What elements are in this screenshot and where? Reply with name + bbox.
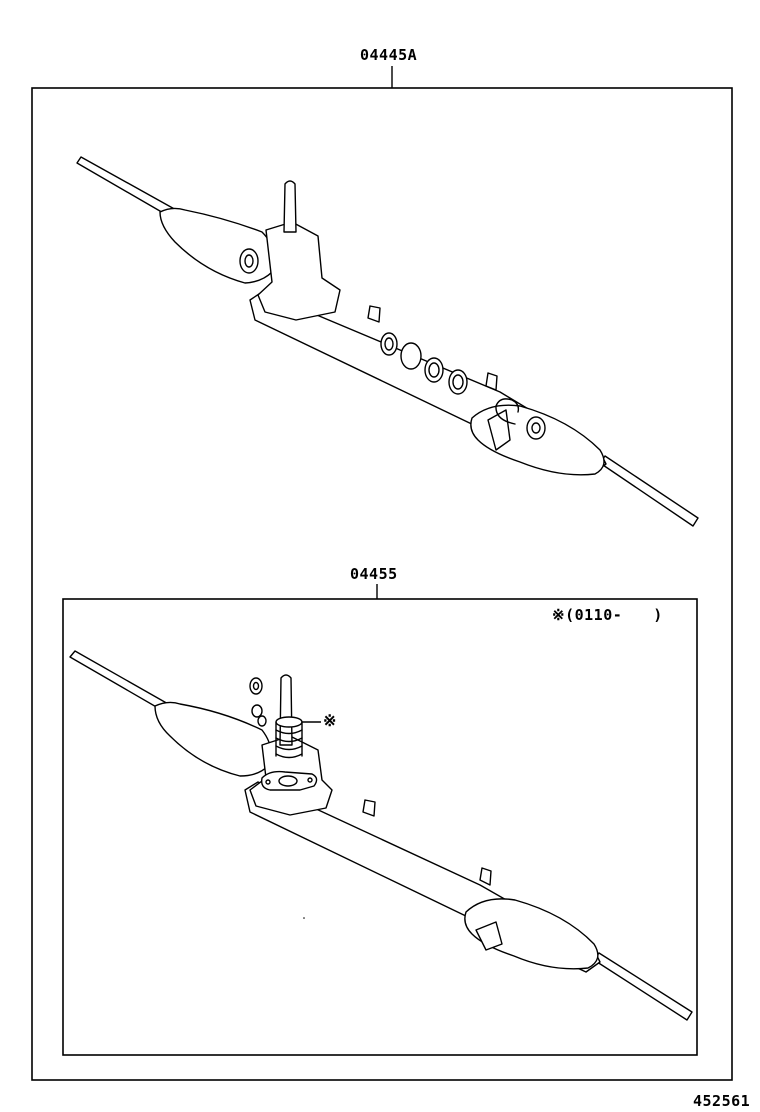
- outer-kit-frame: [31, 87, 733, 1081]
- seal-ring-icon: [239, 248, 259, 274]
- figure-number: 452561: [693, 1092, 751, 1110]
- upper-kit-seals: [239, 248, 546, 440]
- seal-ring-icon: [380, 332, 398, 356]
- lower-kit-parts: [249, 677, 321, 919]
- snap-ring-icon: [495, 398, 520, 425]
- o-ring-icon: [400, 342, 422, 370]
- small-seal-icon: [257, 715, 267, 727]
- outer-kit-part-number: 04445A: [360, 46, 418, 64]
- inner-kit-frame: [62, 598, 698, 1056]
- inner-kit-part-number: 04455: [350, 565, 398, 583]
- end-seal-icon: [526, 416, 546, 440]
- upper-steering-rack: [76, 156, 699, 527]
- small-seal-icon: [249, 677, 263, 695]
- seal-ring-icon: [424, 357, 444, 383]
- seal-ring-icon: [448, 369, 468, 395]
- lower-steering-rack: [69, 650, 693, 1021]
- small-seal-icon: [251, 704, 263, 718]
- production-date-note: ※(0110- ): [552, 606, 663, 624]
- note-reference-mark: ※: [323, 711, 337, 730]
- gasket-icon: [260, 770, 318, 791]
- coil-spring-icon: [275, 721, 303, 757]
